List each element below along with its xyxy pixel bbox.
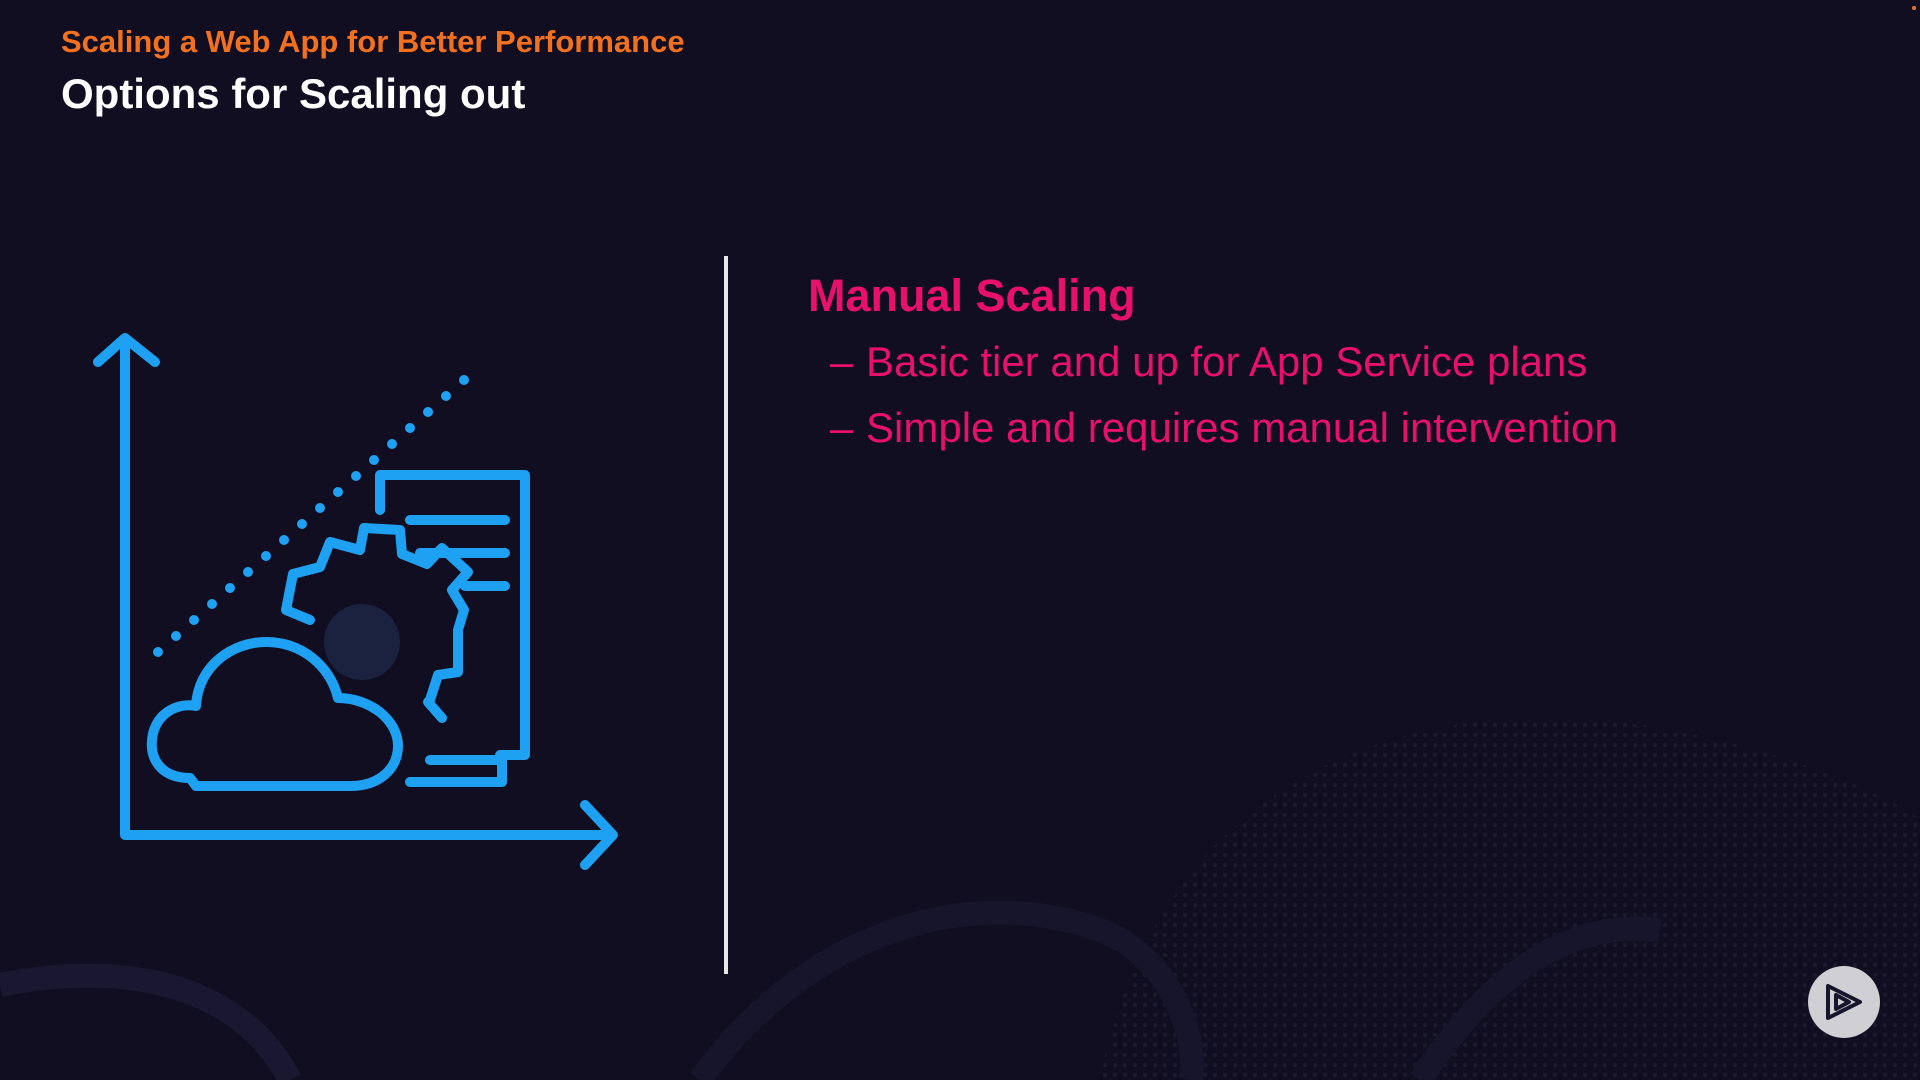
play-logo-icon[interactable] bbox=[1808, 966, 1880, 1038]
bullet-text: Simple and requires manual intervention bbox=[866, 404, 1618, 451]
vertical-divider bbox=[724, 256, 728, 974]
corner-accent-dot bbox=[1912, 6, 1916, 10]
bullet-marker: – bbox=[830, 404, 854, 451]
bullet-text: Basic tier and up for App Service plans bbox=[866, 338, 1588, 385]
slide-title: Options for Scaling out bbox=[61, 70, 526, 117]
bullet-item: –Simple and requires manual intervention bbox=[830, 400, 1618, 466]
bullet-list: –Basic tier and up for App Service plans… bbox=[830, 334, 1618, 466]
bullet-marker: – bbox=[830, 338, 854, 385]
bullet-item: –Basic tier and up for App Service plans bbox=[830, 334, 1618, 400]
slide-kicker: Scaling a Web App for Better Performance bbox=[61, 24, 685, 59]
cloud-scaling-chart-icon bbox=[80, 320, 640, 880]
section-heading: Manual Scaling bbox=[808, 270, 1136, 321]
